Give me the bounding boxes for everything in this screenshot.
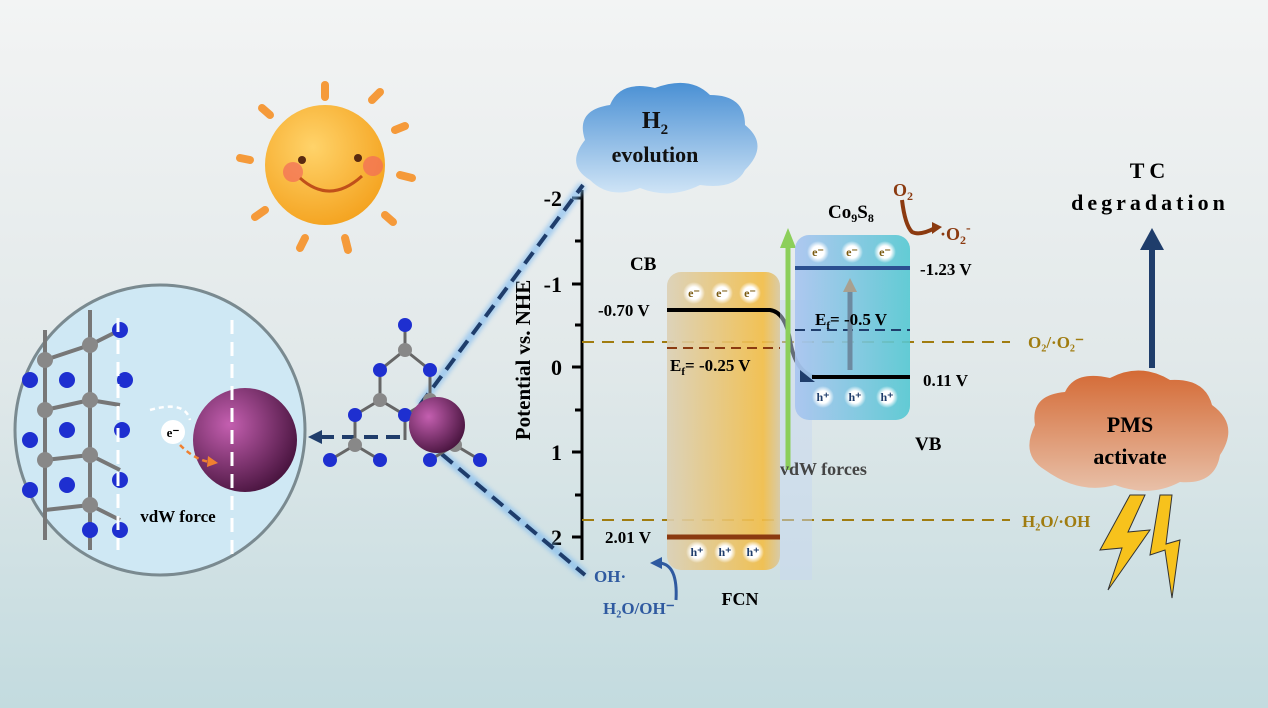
svg-text:Ef= -0.25 V: Ef= -0.25 V — [670, 356, 751, 378]
sun-icon — [236, 81, 416, 254]
svg-text:·O2-: ·O2- — [940, 221, 971, 247]
co9s8-particle — [409, 397, 465, 453]
inset-vdw-label: vdW force — [140, 507, 216, 526]
co9s8-vb-label: VB — [915, 434, 942, 455]
co9s8-8: 8 — [868, 211, 874, 225]
axis-tick: 2 — [551, 525, 562, 550]
activate-label: activate — [1093, 444, 1167, 469]
hole: h⁺ — [816, 390, 829, 404]
h2-evolution-label: evolution — [612, 142, 699, 167]
h2o-oh-label: H₂O/OH⁻ — [603, 599, 675, 618]
fcn-band — [667, 272, 816, 570]
co9s8-band — [795, 235, 910, 420]
hole: h⁺ — [690, 545, 703, 559]
fcn-ef-value: = -0.25 V — [685, 356, 751, 375]
co9s8-ef-value: = -0.5 V — [830, 310, 888, 329]
o2-reactant-sub: 2 — [907, 189, 913, 203]
o2-reduction-arrow-icon — [900, 199, 936, 236]
svg-text:O2: O2 — [893, 180, 913, 203]
h2-text: H — [642, 108, 661, 134]
vdw-forces-label: vdW forces — [780, 459, 867, 479]
co9s8-ef-sub: f — [826, 320, 830, 332]
interface-inset — [13, 283, 307, 577]
oh-radical-label: OH· — [594, 567, 626, 586]
triazine-molecule — [323, 318, 487, 467]
fcn-ef-symbol: E — [670, 356, 681, 375]
o2-level-label: O₂/·O₂⁻ — [1028, 333, 1084, 352]
h2-evolution-cloud: H2 evolution — [576, 82, 758, 194]
co9s8-s: S — [857, 202, 868, 223]
oh-oxidation-arrow-icon — [659, 561, 678, 601]
hole: h⁺ — [746, 545, 759, 559]
pms-label: PMS — [1107, 412, 1153, 437]
axis-tick: 0 — [551, 355, 562, 380]
fcn-vb-value: 2.01 V — [605, 528, 652, 547]
o2-product-sup: - — [966, 221, 971, 236]
o2-product: ·O — [940, 224, 960, 244]
hole: h⁺ — [848, 390, 861, 404]
lightning-icon — [1149, 494, 1181, 599]
o2-product-sub: 2 — [960, 233, 966, 247]
axis-tick: -1 — [544, 272, 562, 297]
electron: e⁻ — [812, 245, 824, 259]
fcn-ef-sub: f — [681, 366, 685, 378]
electron: e⁻ — [716, 286, 728, 300]
electron: e⁻ — [688, 286, 700, 300]
tc-label: TC — [1130, 158, 1171, 183]
zoom-line — [423, 438, 587, 577]
axis-tick: 1 — [551, 440, 562, 465]
svg-text:Co9S8: Co9S8 — [828, 202, 874, 225]
zoom-line — [418, 183, 585, 407]
electron: e⁻ — [744, 286, 756, 300]
electron: e⁻ — [846, 245, 858, 259]
co9s8-9: 9 — [851, 211, 857, 225]
svg-text:H2: H2 — [642, 108, 668, 138]
svg-text:Ef= -0.5 V: Ef= -0.5 V — [815, 310, 888, 332]
inset-electron: e⁻ — [167, 425, 180, 440]
electron: e⁻ — [879, 245, 891, 259]
h2o-level-label: H₂O/·OH — [1022, 512, 1090, 531]
fcn-cb-label: CB — [630, 254, 657, 275]
o2-reactant: O — [893, 180, 907, 200]
fcn-label: FCN — [722, 589, 759, 609]
green-arrow-icon — [780, 228, 796, 470]
axis-label: Potential vs. NHE — [511, 280, 535, 440]
lightning-icon — [1099, 494, 1152, 591]
fcn-cb-value: -0.70 V — [598, 301, 650, 320]
h2-sub: 2 — [661, 122, 669, 138]
degradation-label: degradation — [1071, 190, 1229, 215]
co9s8-ef-symbol: E — [815, 310, 826, 329]
co9s8-cb-value: -1.23 V — [920, 260, 972, 279]
co9s8-vb-value: 0.11 V — [923, 371, 969, 390]
hole: h⁺ — [880, 390, 893, 404]
hole: h⁺ — [718, 545, 731, 559]
pms-activate-cloud: PMS activate — [1029, 370, 1229, 491]
axis-tick: -2 — [544, 186, 562, 211]
co9s8-co: Co — [828, 202, 851, 223]
